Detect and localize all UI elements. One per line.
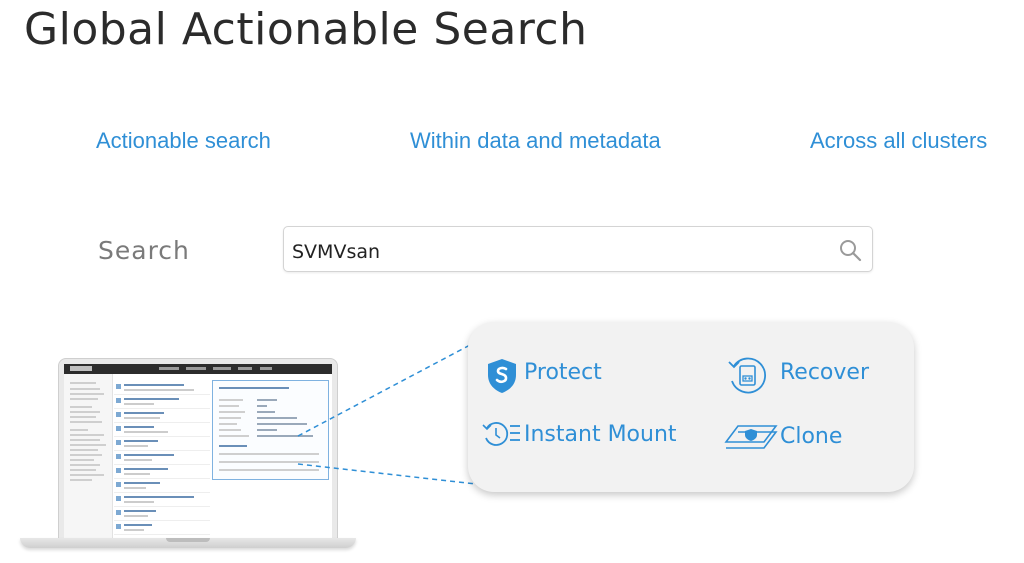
search-label: Search bbox=[98, 236, 190, 265]
actions-panel: Protect Recover Instant Mount Cl bbox=[468, 322, 914, 492]
instant-mount-label: Instant Mount bbox=[524, 422, 677, 447]
app-nav-item bbox=[213, 367, 231, 370]
recover-action[interactable]: Recover bbox=[726, 354, 869, 402]
list-item bbox=[114, 396, 210, 409]
app-result-list bbox=[114, 382, 210, 539]
app-sidebar bbox=[64, 374, 113, 539]
list-item bbox=[114, 424, 210, 437]
instant-mount-icon bbox=[482, 422, 520, 446]
search-input[interactable]: SVMVsan bbox=[283, 226, 873, 272]
list-item bbox=[114, 438, 210, 451]
laptop-illustration bbox=[20, 358, 356, 554]
laptop-notch bbox=[166, 538, 210, 542]
app-nav-item bbox=[159, 367, 179, 370]
app-topbar bbox=[64, 364, 332, 374]
feature-data-metadata: Within data and metadata bbox=[410, 128, 661, 153]
clone-icon bbox=[724, 425, 778, 449]
page-title: Global Actionable Search bbox=[24, 4, 588, 55]
list-item bbox=[114, 452, 210, 465]
search-value: SVMVsan bbox=[292, 241, 381, 263]
protect-action[interactable]: Protect bbox=[486, 358, 602, 400]
recover-icon bbox=[728, 357, 766, 394]
feature-all-clusters: Across all clusters bbox=[810, 128, 988, 153]
list-item bbox=[114, 382, 210, 395]
app-nav-item bbox=[186, 367, 206, 370]
search-icon[interactable] bbox=[838, 238, 862, 266]
shield-icon bbox=[488, 359, 516, 393]
list-item bbox=[114, 410, 210, 423]
clone-label: Clone bbox=[780, 424, 843, 449]
app-logo bbox=[70, 366, 92, 371]
instant-mount-action[interactable]: Instant Mount bbox=[482, 420, 677, 454]
laptop-base bbox=[20, 538, 356, 548]
clone-action[interactable]: Clone bbox=[724, 422, 842, 458]
feature-actionable-search: Actionable search bbox=[96, 128, 271, 153]
list-item bbox=[114, 508, 210, 521]
list-item bbox=[114, 466, 210, 479]
app-nav-item bbox=[238, 367, 252, 370]
list-item bbox=[114, 494, 210, 507]
app-nav-item bbox=[260, 367, 272, 370]
list-item bbox=[114, 480, 210, 493]
protect-label: Protect bbox=[524, 360, 602, 385]
recover-label: Recover bbox=[780, 360, 869, 385]
laptop-screen bbox=[58, 358, 338, 540]
list-item bbox=[114, 522, 210, 535]
